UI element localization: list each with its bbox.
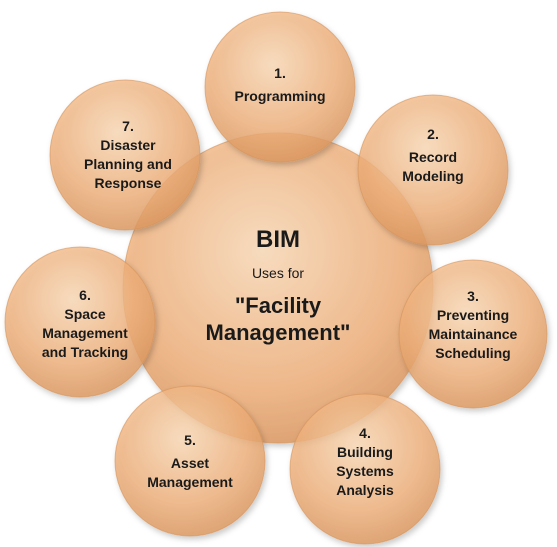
node-circle-6	[4, 246, 156, 398]
center-label: BIM Uses for "Facility Management"	[206, 226, 351, 345]
node-circle-7	[49, 79, 201, 231]
node-text-line: Maintainance	[429, 326, 518, 342]
node-text-line: Analysis	[336, 482, 394, 498]
node-number: 1.	[274, 65, 286, 81]
node-number: 3.	[467, 288, 479, 304]
node-text-line: Planning and	[84, 156, 172, 172]
node-text-line: Modeling	[402, 168, 463, 184]
node-label-1: 1. Programming	[234, 65, 325, 104]
node-text-line: Programming	[234, 88, 325, 104]
node-number: 5.	[184, 432, 196, 448]
node-text-line: Space	[64, 306, 105, 322]
node-number: 4.	[359, 425, 371, 441]
node-text-line: and Tracking	[42, 344, 128, 360]
node-text-line: Building	[337, 444, 393, 460]
node-text-line: Response	[95, 175, 162, 191]
center-title: BIM	[256, 226, 300, 253]
node-text-line: Asset	[171, 455, 209, 471]
node-circle-4	[289, 393, 441, 545]
node-number: 7.	[122, 118, 134, 134]
center-main-line2: Management"	[206, 320, 351, 345]
node-text-line: Management	[147, 474, 233, 490]
node-circle-3	[398, 259, 548, 409]
center-subtitle: Uses for	[252, 265, 304, 281]
node-text-line: Record	[409, 149, 457, 165]
node-number: 6.	[79, 287, 91, 303]
circles-layer	[4, 11, 548, 545]
node-text-line: Management	[42, 325, 128, 341]
node-text-line: Scheduling	[435, 345, 510, 361]
node-circle-1	[204, 11, 356, 163]
node-number: 2.	[427, 126, 439, 142]
node-circle-5	[114, 385, 266, 537]
node-text-line: Preventing	[437, 307, 509, 323]
node-circle-2	[357, 94, 509, 246]
center-main-line1: "Facility	[235, 293, 322, 318]
node-text-line: Systems	[336, 463, 394, 479]
node-text-line: Disaster	[100, 137, 156, 153]
